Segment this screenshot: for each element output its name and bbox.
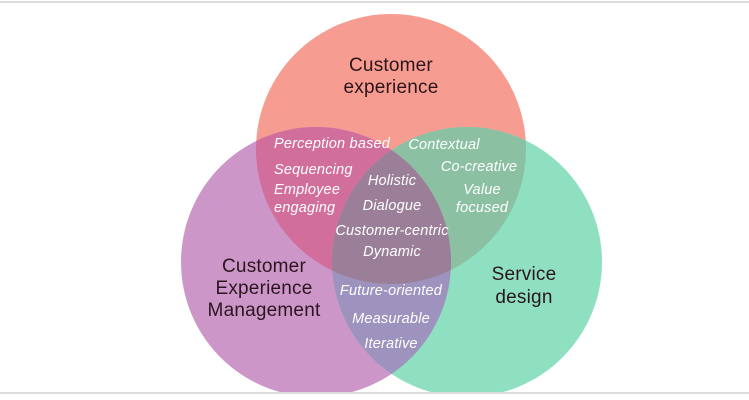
overlap-label-sequencing: Sequencing — [274, 162, 353, 178]
overlap-label-value-focused: Value focused — [455, 182, 509, 216]
overlap-label-perception-based: Perception based — [274, 136, 391, 152]
top-border-line — [0, 1, 749, 3]
overlap-label-customer-centric: Customer-centric — [335, 223, 449, 239]
overlap-label-dialogue: Dialogue — [362, 198, 422, 214]
circle-title-customer-experience-management: Customer Experience Management — [207, 256, 321, 321]
overlap-label-measurable: Measurable — [352, 311, 430, 327]
overlap-region-center — [332, 127, 451, 284]
circle-title-service-design: Service design — [491, 264, 557, 308]
bottom-border-line — [0, 392, 749, 394]
overlap-label-co-creative: Co-creative — [440, 159, 518, 175]
overlap-label-future-oriented: Future-oriented — [339, 283, 443, 299]
overlap-label-holistic: Holistic — [367, 173, 417, 189]
overlap-label-contextual: Contextual — [408, 137, 480, 153]
overlap-label-dynamic: Dynamic — [363, 244, 421, 260]
bottom-mask — [0, 394, 749, 400]
circle-title-customer-experience: Customer experience — [343, 55, 439, 98]
overlap-label-iterative: Iterative — [364, 336, 418, 352]
overlap-label-employee-engaging: Employee engaging — [274, 182, 341, 216]
